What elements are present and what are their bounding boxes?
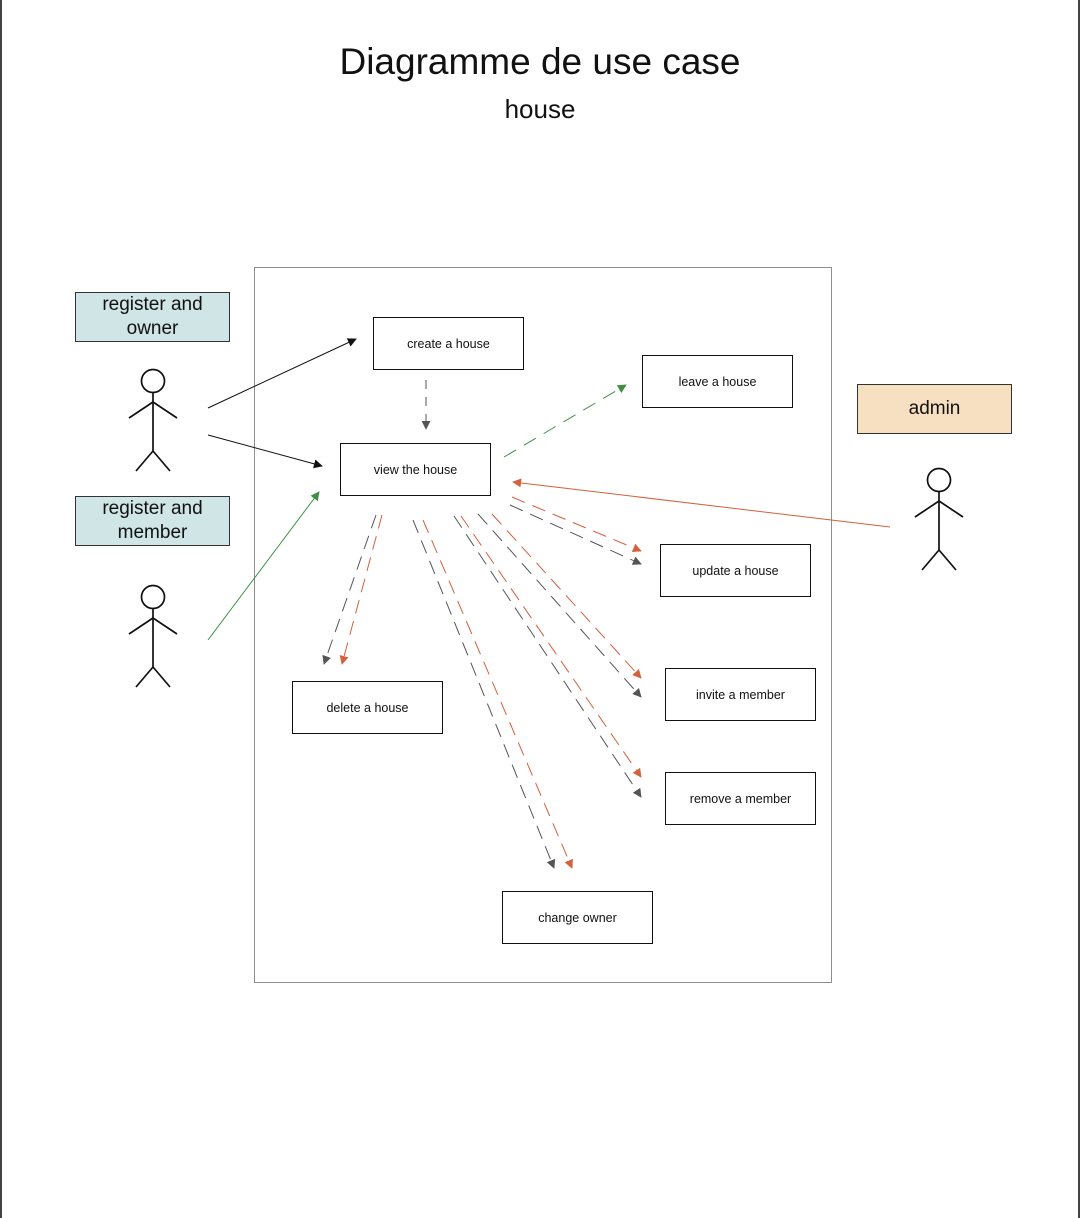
usecase-view-house[interactable]: view the house bbox=[340, 443, 491, 496]
usecase-create-house[interactable]: create a house bbox=[373, 317, 524, 370]
usecase-change-owner[interactable]: change owner bbox=[502, 891, 653, 944]
diagram-subtitle: house bbox=[504, 94, 576, 124]
usecase-remove-member-label: remove a member bbox=[689, 791, 792, 806]
owner-actor-label-text: register and owner bbox=[102, 294, 203, 339]
usecase-invite-member[interactable]: invite a member bbox=[665, 668, 816, 721]
admin-actor-label-text: admin bbox=[908, 398, 961, 419]
usecase-delete-house-label: delete a house bbox=[326, 700, 409, 715]
owner-actor-label: register and owner bbox=[75, 292, 230, 342]
usecase-change-owner-label: change owner bbox=[538, 910, 617, 925]
usecase-remove-member[interactable]: remove a member bbox=[665, 772, 816, 825]
usecase-create-house-label: create a house bbox=[407, 336, 490, 351]
usecase-view-house-label: view the house bbox=[373, 462, 458, 477]
admin-actor-label: admin bbox=[857, 384, 1012, 434]
usecase-invite-member-label: invite a member bbox=[696, 687, 785, 702]
usecase-leave-house[interactable]: leave a house bbox=[642, 355, 793, 408]
member-actor-label-text: register and member bbox=[102, 498, 203, 543]
page-left-edge bbox=[0, 0, 2, 1218]
usecase-delete-house[interactable]: delete a house bbox=[292, 681, 443, 734]
member-actor-icon bbox=[128, 584, 178, 688]
usecase-update-house[interactable]: update a house bbox=[660, 544, 811, 597]
page-right-edge bbox=[1078, 0, 1080, 1218]
diagram-title: Diagramme de use case bbox=[339, 41, 741, 82]
admin-actor-icon bbox=[914, 467, 964, 571]
member-actor-label: register and member bbox=[75, 496, 230, 546]
usecase-leave-house-label: leave a house bbox=[678, 374, 757, 389]
usecase-update-house-label: update a house bbox=[692, 563, 779, 578]
owner-actor-icon bbox=[128, 368, 178, 472]
